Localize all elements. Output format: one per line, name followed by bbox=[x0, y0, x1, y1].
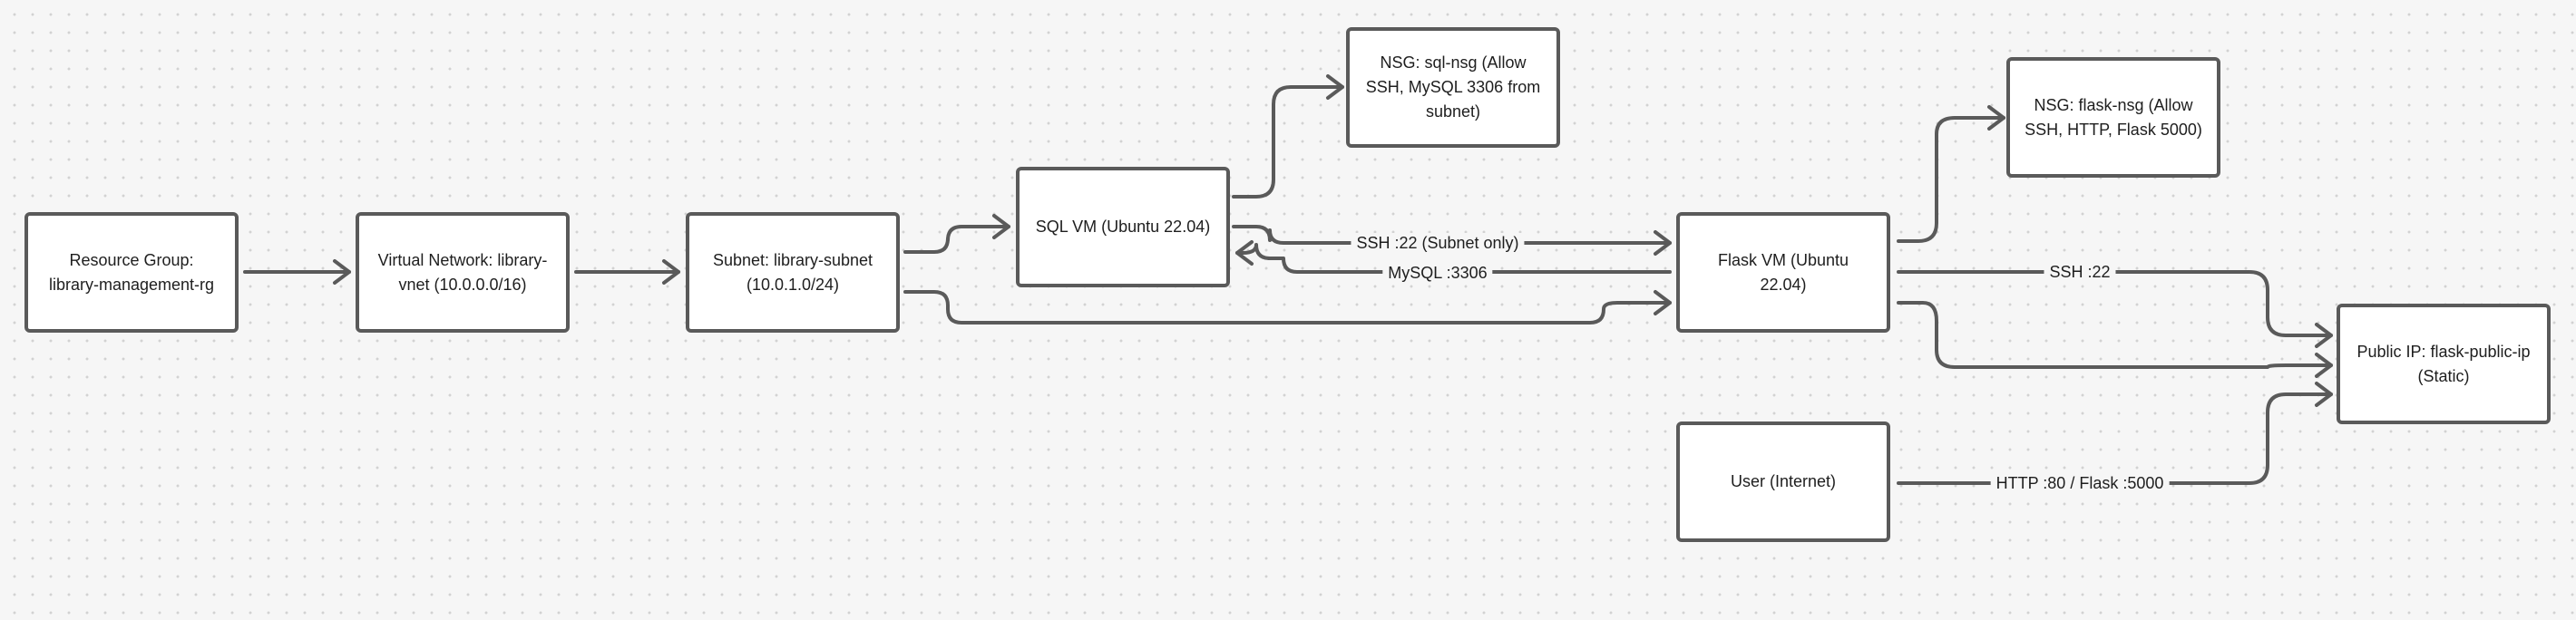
flask-vm-label: Flask VM (Ubuntu 22.04) bbox=[1717, 250, 1849, 294]
vnet-label: Virtual Network: library-vnet (10.0.0.0/… bbox=[377, 250, 548, 294]
resource-group-label: Resource Group: library-management-rg bbox=[48, 250, 215, 294]
edge-label-ssh-public: SSH :22 bbox=[2044, 262, 2116, 282]
public-ip-label: Public IP: flask-public-ip (Static) bbox=[2356, 342, 2531, 385]
sql-nsg-node[interactable]: NSG: sql-nsg (Allow SSH, MySQL 3306 from… bbox=[1346, 27, 1560, 148]
edge-flaskvm-to-publicip bbox=[1897, 301, 2333, 378]
edge-label-mysql: MySQL :3306 bbox=[1382, 263, 1493, 283]
vnet-node[interactable]: Virtual Network: library-vnet (10.0.0.0/… bbox=[356, 212, 570, 333]
subnet-label: Subnet: library-subnet (10.0.1.0/24) bbox=[712, 250, 873, 294]
edge-flaskvm-to-flasknsg bbox=[1897, 105, 2005, 243]
edge-label-ssh-subnet: SSH :22 (Subnet only) bbox=[1351, 233, 1525, 253]
edge-user-to-publicip bbox=[1897, 382, 2333, 485]
resource-group-node[interactable]: Resource Group: library-management-rg bbox=[24, 212, 239, 333]
user-label: User (Internet) bbox=[1730, 472, 1837, 490]
sql-nsg-label: NSG: sql-nsg (Allow SSH, MySQL 3306 from… bbox=[1365, 53, 1541, 121]
user-node[interactable]: User (Internet) bbox=[1676, 421, 1890, 542]
subnet-node[interactable]: Subnet: library-subnet (10.0.1.0/24) bbox=[686, 212, 900, 333]
edge-label-http-flask: HTTP :80 / Flask :5000 bbox=[1990, 473, 2170, 493]
edge-subnet-to-sqlvm bbox=[903, 214, 1010, 254]
flask-nsg-label: NSG: flask-nsg (Allow SSH, HTTP, Flask 5… bbox=[2025, 95, 2202, 139]
sql-vm-node[interactable]: SQL VM (Ubuntu 22.04) bbox=[1016, 167, 1230, 287]
edge-flaskvm-to-sqlvm bbox=[1235, 240, 1672, 274]
sql-vm-label: SQL VM (Ubuntu 22.04) bbox=[1035, 218, 1211, 236]
edge-sqlvm-to-flaskvm bbox=[1232, 225, 1672, 256]
edge-sqlvm-to-sqlnsg bbox=[1232, 74, 1344, 199]
public-ip-node[interactable]: Public IP: flask-public-ip (Static) bbox=[2337, 304, 2551, 424]
edge-flaskvm-ssh-to-publicip bbox=[1897, 270, 2333, 348]
flask-vm-node[interactable]: Flask VM (Ubuntu 22.04) bbox=[1676, 212, 1890, 333]
flask-nsg-node[interactable]: NSG: flask-nsg (Allow SSH, HTTP, Flask 5… bbox=[2006, 57, 2220, 178]
edge-subnet-to-flaskvm bbox=[903, 290, 1672, 325]
